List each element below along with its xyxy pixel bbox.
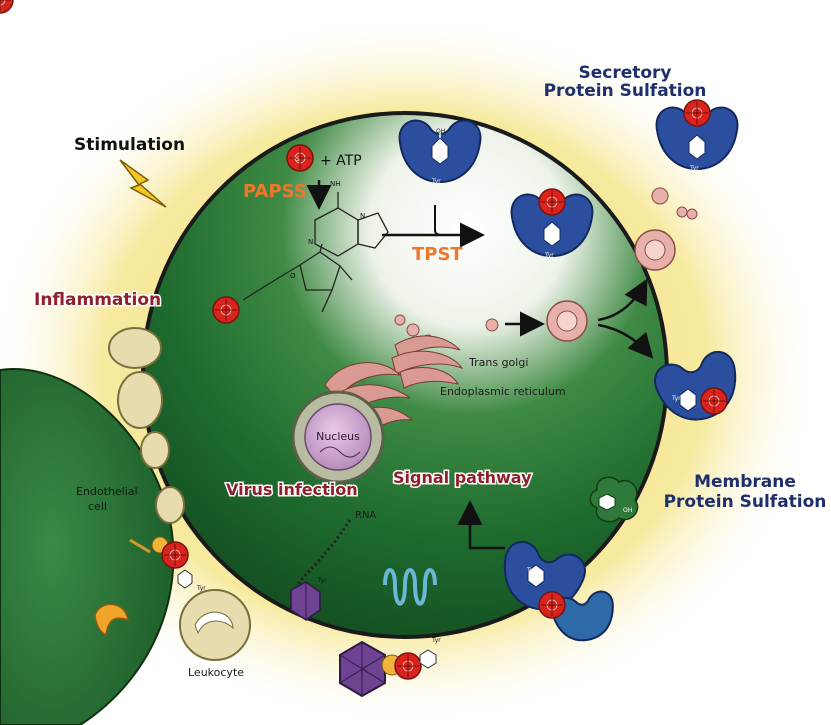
sulfate-icon [212, 296, 240, 324]
oh-label: OH [623, 507, 632, 514]
receptor-clip-icon [94, 603, 129, 637]
n-label: N [308, 238, 313, 246]
papss-label: PAPSS [243, 181, 307, 202]
endothelial-label-line1: Endothelial [76, 485, 138, 498]
tyr-label: Tyr [689, 165, 699, 172]
transmembrane-receptor [383, 568, 437, 606]
sulfated-enzyme [510, 188, 594, 257]
signal-arrow [457, 500, 505, 550]
rna-label: RNA [355, 510, 376, 521]
membrane-label-line2: Protein Sulfation [664, 492, 827, 512]
tyr-label: Tyr [196, 585, 206, 592]
tyr-label: Tyr [431, 637, 441, 644]
receptor-enzyme-1 [503, 540, 586, 611]
tpst-label: TPST [412, 244, 463, 265]
s-label: S [296, 156, 300, 163]
membrane-protein-blob [589, 476, 639, 523]
membrane-enzyme [654, 350, 737, 421]
virus-large [339, 640, 386, 698]
sulfate-icon [286, 144, 314, 172]
oh-label: OH [436, 128, 445, 135]
tpst-arrow-bend [434, 205, 443, 236]
membrane-arrow [597, 323, 654, 359]
n-label: N [360, 212, 365, 220]
endothelial-receptor-chain [0, 0, 193, 589]
nucleus [291, 390, 385, 484]
tyr-label: Tyr [317, 577, 327, 584]
secretory-arrow [597, 278, 648, 322]
leukocyte-cells [108, 327, 251, 661]
signal-pathway-label: Signal pathway [393, 468, 532, 487]
endothelial-label-line2: cell [88, 500, 107, 513]
sulfate-icon [538, 591, 566, 619]
rna-strand [293, 519, 352, 591]
nh2-label: NH [330, 180, 341, 188]
trans-golgi-label: Trans golgi [468, 356, 528, 369]
receptor-enzyme-2 [551, 590, 614, 642]
sulfate-icon [394, 652, 422, 680]
tyr-label: Tyr [526, 567, 536, 574]
tyr-label: Tyr [431, 178, 441, 185]
membrane-label-line1: Membrane [694, 472, 796, 492]
tpst-enzyme [398, 119, 482, 183]
tyr-label: Tyr [544, 252, 554, 259]
secretory-enzyme [655, 99, 739, 170]
sulfate-icon [161, 541, 189, 569]
secretory-label-line1: Secretory [578, 63, 671, 83]
leukocyte-label: Leukocyte [188, 666, 244, 679]
atp-label: + ATP [320, 153, 362, 169]
lightning-icon [119, 159, 167, 208]
endoplasmic-reticulum-label: Endoplasmic reticulum [440, 385, 566, 398]
virus-infection-label: Virus infection [226, 480, 358, 499]
secretory-label-line2: Protein Sulfation [544, 81, 707, 101]
nucleus-label: Nucleus [316, 430, 360, 443]
golgi [391, 335, 464, 389]
tyr-ring-icon [419, 649, 437, 669]
o-label: O [290, 272, 296, 280]
paps-molecule [242, 192, 389, 313]
inflammation-label: Inflammation [34, 290, 161, 310]
virus-small [290, 581, 321, 621]
tyr-label: Tyr [671, 395, 681, 402]
stimulation-label: Stimulation [74, 135, 185, 155]
